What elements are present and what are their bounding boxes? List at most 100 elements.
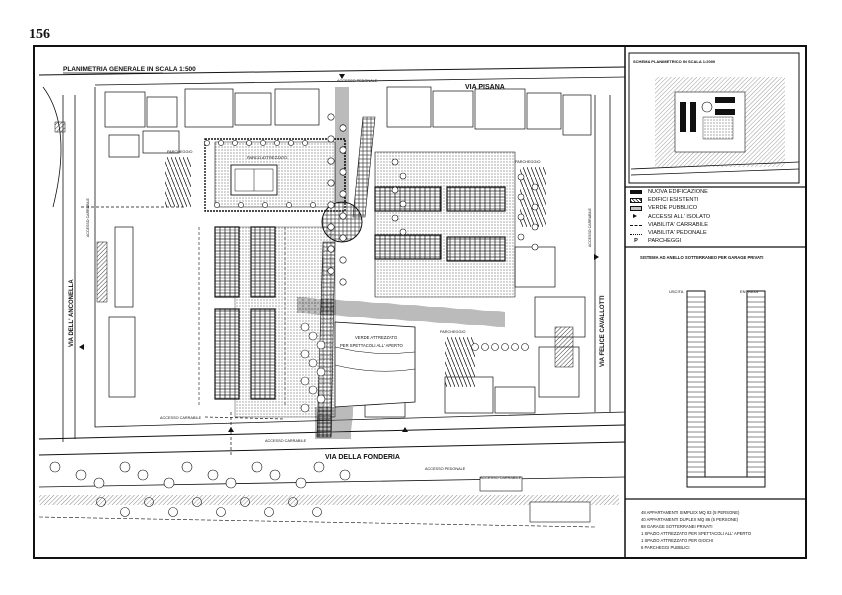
garage-uscita: USCITA	[669, 289, 684, 294]
legend-label: VERDE PUBBLICO	[648, 205, 698, 212]
page-number: 156	[29, 27, 50, 42]
legend-item: NUOVA EDIFICAZIONE	[630, 188, 800, 196]
tree-icon	[308, 385, 318, 395]
tree-icon	[399, 228, 407, 236]
tree-icon	[260, 140, 266, 146]
tree-icon	[264, 507, 274, 517]
tree-icon	[238, 202, 244, 208]
tree-icon	[517, 233, 525, 241]
tree-icon	[288, 140, 294, 146]
tree-icon	[308, 358, 318, 368]
tree-icon	[137, 469, 149, 481]
tree-icon	[269, 469, 281, 481]
tree-icon	[521, 343, 529, 351]
tree-icon	[312, 507, 322, 517]
garage-slots	[687, 296, 765, 473]
garage-scheme: SISTEMA AD ANELLO SOTTERRANEO PER GARAGE…	[640, 255, 766, 488]
tree-icon	[327, 201, 335, 209]
tree-icon	[225, 477, 237, 489]
tree-icon	[300, 403, 310, 413]
tree-icon	[517, 193, 525, 201]
label-parcheggio-1: PARCHEGGIO	[167, 150, 193, 154]
tree-icon	[300, 376, 310, 386]
legend-label: VIABILITA' PEDONALE	[648, 230, 707, 237]
tree-icon	[207, 469, 219, 481]
legend-label: NUOVA EDIFICAZIONE	[648, 189, 708, 196]
legend-item: VIABILITA' PEDONALE	[630, 229, 800, 237]
stats-line: 1 SPAZIO ATTREZZATO PER GIOCHI	[641, 537, 714, 543]
tree-icon	[491, 343, 499, 351]
label-accesso-carrabile-3: ACCESSO CARRABILE	[480, 476, 522, 480]
legend-item: ACCESSI ALL' ISOLATO	[630, 213, 800, 221]
stats-line: 88 GARAGE SOTTERRANEI PRIVATI	[641, 523, 713, 529]
tree-icon	[327, 245, 335, 253]
stats-line: 48 APPARTAMENTI SIMPLEX MQ 83 (5 PERSONE…	[641, 510, 740, 515]
tree-icon	[517, 213, 525, 221]
tree-icon	[204, 140, 210, 146]
tree-icon	[232, 140, 238, 146]
tree-icon	[310, 202, 316, 208]
legend-label: VIABILITA' CARRABILE	[648, 221, 709, 228]
tree-icon	[339, 190, 347, 198]
tree-icon	[327, 135, 335, 143]
tree-icon	[313, 461, 325, 473]
tree-icon	[163, 477, 175, 489]
legend-symbol-icon: P	[634, 237, 638, 244]
tree-icon	[168, 507, 178, 517]
tree-icon	[286, 202, 292, 208]
tree-icon	[246, 140, 252, 146]
tree-icon	[316, 394, 326, 404]
tree-icon	[216, 507, 226, 517]
tree-icon	[517, 173, 525, 181]
tree-icon	[391, 158, 399, 166]
legend-label: EDIFICI ESISTENTI	[648, 197, 699, 204]
tree-icon	[339, 256, 347, 264]
label-parcheggio-3: PARCHEGGIO	[440, 330, 466, 334]
tree-icon	[339, 234, 347, 242]
tree-icon	[339, 469, 351, 481]
tree-icon	[274, 140, 280, 146]
tree-icon	[300, 349, 310, 359]
tree-icon	[339, 212, 347, 220]
tree-icon	[339, 278, 347, 286]
tree-icon	[511, 343, 519, 351]
tree-icon	[531, 183, 539, 191]
legend-label: PARCHEGGI	[648, 238, 682, 245]
tree-icon	[339, 168, 347, 176]
tree-icon	[391, 214, 399, 222]
label-accesso-carrabile-1: ACCESSO CARRABILE	[160, 416, 202, 420]
tree-icon	[214, 202, 220, 208]
legend-item: P PARCHEGGI	[630, 237, 800, 245]
street-via-dell-ancontella: VIA DELL' ANCONELLA	[69, 279, 75, 347]
stats-list: 48 APPARTAMENTI SIMPLEX MQ 83 (5 PERSONE…	[641, 510, 801, 551]
tree-icon	[316, 340, 326, 350]
new-buildings-north-east	[374, 186, 506, 262]
label-accesso-carrabile-2: ACCESSO CARRABILE	[265, 439, 307, 443]
stats-line: 40 APPARTAMENTI DUPLEX MQ 86 (5 PERSONE)	[641, 516, 739, 522]
garage-scheme-title: SISTEMA AD ANELLO SOTTERRANEO PER GARAGE…	[640, 255, 763, 260]
new-buildings-west	[198, 226, 286, 407]
tree-icon	[339, 146, 347, 154]
tree-icon	[300, 322, 310, 332]
tree-icon	[218, 140, 224, 146]
tree-icon	[120, 507, 130, 517]
tree-icon	[119, 461, 131, 473]
tree-icon	[531, 243, 539, 251]
label-accesso-carrabile-left: ACCESSO CARRABILE	[86, 197, 90, 237]
tree-icon	[391, 186, 399, 194]
legend-symbol-icon	[630, 225, 642, 227]
label-verde-attrezzato: VERDE ATTREZZATO	[355, 335, 398, 340]
label-per-spettacoli: PER SPETTACOLI ALL' APERTO	[340, 343, 403, 348]
inset-plan-title: SCHEMA PLANIMETRICO IN SCALA 1:2000	[633, 59, 716, 64]
label-parcheggio-2: PARCHEGGIO	[515, 160, 541, 164]
tree-icon	[302, 140, 308, 146]
trees	[49, 113, 539, 517]
stats-line: 1 SPAZIO ATTREZZATO PER SPETTACOLI ALL' …	[641, 530, 752, 536]
street-via-felice-cavallotti: VIA FELICE CAVALLOTTI	[600, 295, 606, 367]
label-accesso-pedonale-bottom: ACCESSO PEDONALE	[425, 467, 466, 471]
main-plan-title: PLANIMETRIA GENERALE IN SCALA 1:500	[63, 66, 196, 73]
tree-icon	[501, 343, 509, 351]
tree-icon	[471, 343, 479, 351]
tree-icon	[531, 223, 539, 231]
